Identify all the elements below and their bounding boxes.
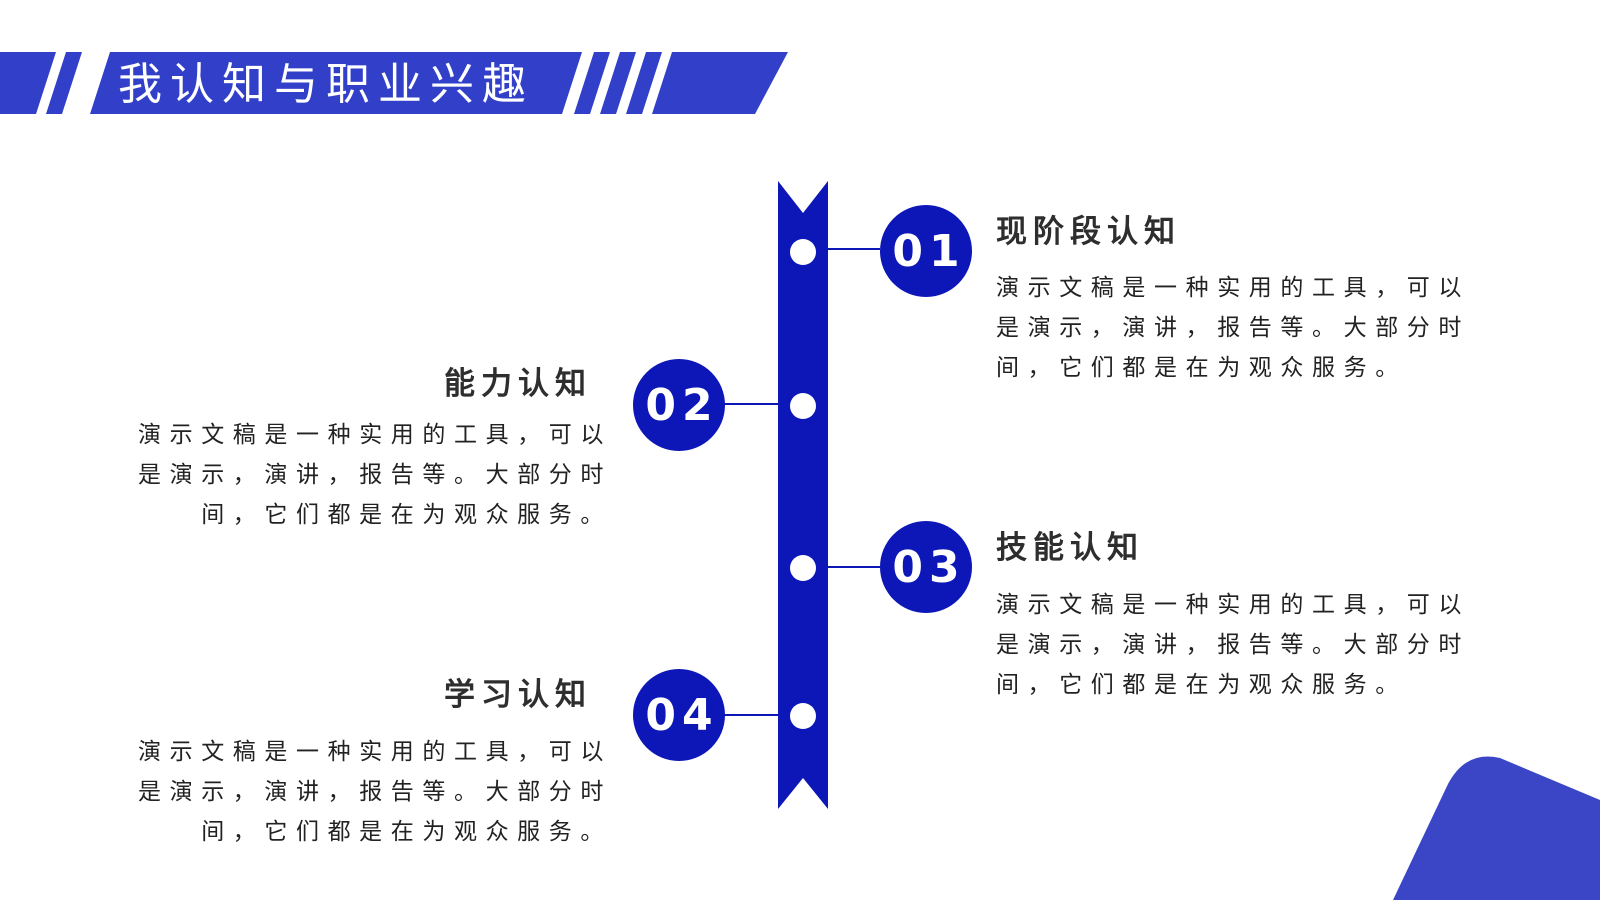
banner-stripe: [46, 52, 82, 114]
item-title: 现阶段认知: [996, 214, 1181, 250]
item-description: 演示文稿是一种实用的工具，可以是演示，演讲，报告等。大部分时间，它们都是在为观众…: [138, 739, 612, 845]
corner-decoration: [1393, 756, 1600, 900]
item-description: 演示文稿是一种实用的工具，可以是演示，演讲，报告等。大部分时间，它们都是在为观众…: [996, 592, 1470, 698]
banner-stripe: [0, 52, 56, 114]
timeline-dot: [790, 555, 816, 581]
timeline-dot: [790, 393, 816, 419]
banner-tail: [652, 52, 788, 114]
banner-main: [90, 52, 582, 114]
page-title: 我认知与职业兴趣: [118, 59, 534, 110]
item-description: 演示文稿是一种实用的工具，可以是演示，演讲，报告等。大部分时间，它们都是在为观众…: [138, 422, 612, 528]
timeline-ribbon: [778, 181, 828, 809]
number-badge: 04: [633, 669, 725, 761]
number-badge: 01: [880, 205, 972, 297]
item-title: 能力认知: [444, 366, 592, 402]
banner-stripe: [626, 52, 662, 114]
number-badge: 03: [880, 521, 972, 613]
banner-stripe: [574, 52, 610, 114]
banner-stripe: [600, 52, 636, 114]
title-banner: [0, 52, 788, 114]
number-badge: 02: [633, 359, 725, 451]
timeline-dot: [790, 703, 816, 729]
item-title: 技能认知: [996, 530, 1144, 566]
timeline-dot: [790, 239, 816, 265]
item-description: 演示文稿是一种实用的工具，可以是演示，演讲，报告等。大部分时间，它们都是在为观众…: [996, 275, 1470, 381]
item-title: 学习认知: [444, 677, 592, 713]
